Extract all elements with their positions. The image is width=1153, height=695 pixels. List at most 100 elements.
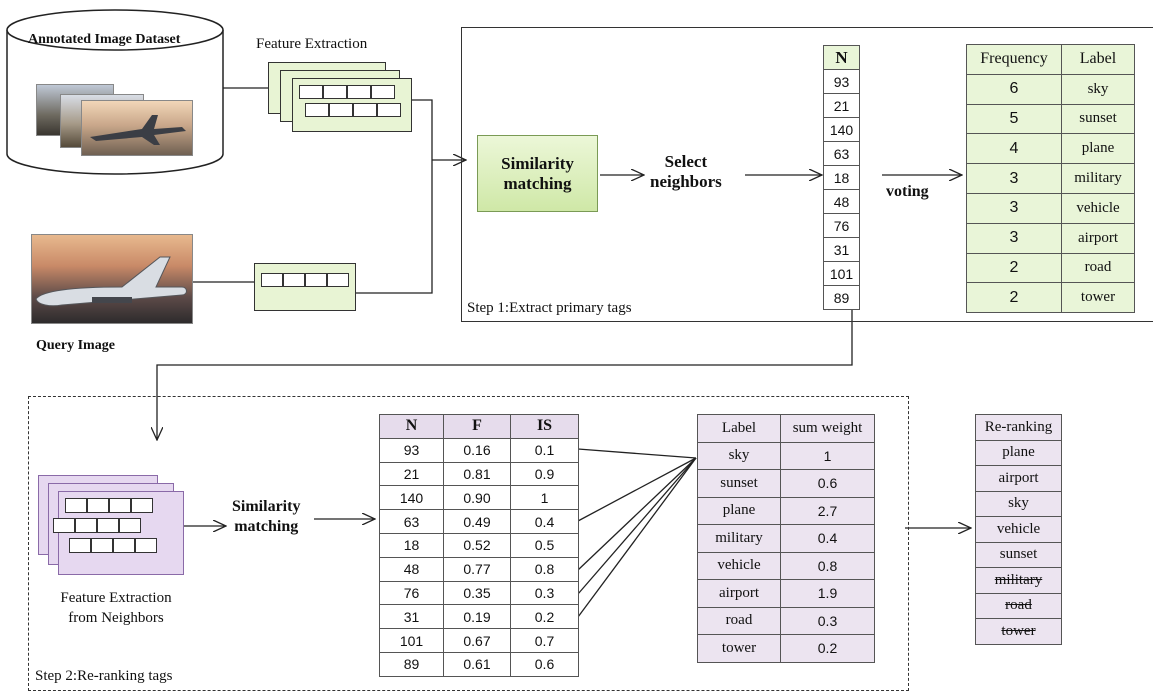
neighbors-row: 76 — [823, 213, 860, 238]
rerank-label: airport — [975, 465, 1062, 492]
frequency-value: 6 — [966, 73, 1062, 105]
neighbor-id: 63 — [823, 141, 860, 166]
neighbors-row: 31 — [823, 237, 860, 262]
label-value: road — [1061, 252, 1135, 284]
sumweight-header: Label — [697, 414, 781, 443]
neighbor-id: 93 — [823, 69, 860, 94]
step1-caption: Step 1:Extract primary tags — [467, 300, 632, 316]
nfis-cell: 0.6 — [510, 651, 579, 677]
frequency-value: 5 — [966, 103, 1062, 135]
neighbor-id: 48 — [823, 189, 860, 214]
neighbor-id: 18 — [823, 165, 860, 190]
step2-frame — [28, 396, 909, 691]
sumweight-value: 2.7 — [780, 496, 875, 525]
rerank-header: Re-ranking — [975, 414, 1062, 441]
nfis-cell: 1 — [510, 485, 579, 511]
neighbor-id: 31 — [823, 237, 860, 262]
feature-doc-front — [292, 78, 412, 132]
airplane-icon — [35, 256, 187, 307]
neighbors-row: 63 — [823, 141, 860, 166]
neighbors-row: 48 — [823, 189, 860, 214]
select-line2: neighbors — [650, 172, 722, 191]
rerank-row: sky — [975, 490, 1062, 517]
neighbor-id: 89 — [823, 285, 860, 310]
sumweight-label: airport — [697, 579, 781, 608]
rerank-row: tower — [975, 618, 1062, 645]
nfis-cell: 21 — [379, 461, 444, 487]
rerank-header-row: Re-ranking — [975, 414, 1062, 441]
step1-frame — [461, 27, 1153, 322]
step2-caption: Step 2:Re-ranking tags — [35, 668, 173, 684]
neighbors-header: N — [823, 45, 860, 70]
sumweight-label: road — [697, 606, 781, 635]
neighbors-row: 93 — [823, 69, 860, 94]
label-value: airport — [1061, 222, 1135, 254]
sumweight-value: 0.8 — [780, 551, 875, 580]
similarity-matching-box: Similarity matching — [477, 135, 598, 212]
sumweight-label: tower — [697, 634, 781, 663]
sumweight-label: plane — [697, 496, 781, 525]
nfis-cell: 0.9 — [510, 461, 579, 487]
query-photo — [31, 234, 193, 324]
select-line1: Select — [664, 152, 708, 171]
similarity-line2: matching — [503, 173, 572, 193]
rerank-row: vehicle — [975, 516, 1062, 543]
rerank-row: plane — [975, 439, 1062, 466]
label-value: sky — [1061, 73, 1135, 105]
nfis-cell: 0.81 — [443, 461, 511, 487]
dataset-title: Annotated Image Dataset — [28, 32, 181, 47]
frequency-value: 2 — [966, 252, 1062, 284]
nfis-cell: 0.67 — [443, 628, 511, 653]
nfis-cell: 0.19 — [443, 604, 511, 630]
nfis-cell: 93 — [379, 437, 444, 463]
nfis-cell: 0.90 — [443, 485, 511, 511]
nfis-cell: 0.52 — [443, 532, 511, 558]
nfis-cell: 0.16 — [443, 437, 511, 463]
sumweight-label: sky — [697, 441, 781, 470]
nfis-header: F — [443, 414, 511, 439]
nfis-cell: 63 — [379, 509, 444, 534]
sumweight-value: 0.4 — [780, 524, 875, 553]
label-header: Label — [1061, 44, 1135, 75]
similarity2-label: Similarity matching — [232, 497, 300, 537]
rerank-row: road — [975, 592, 1062, 619]
frequency-value: 2 — [966, 282, 1062, 314]
label-value: plane — [1061, 133, 1135, 165]
feature-neighbors-label: Feature Extraction from Neighbors — [46, 588, 186, 628]
frequency-value: 3 — [966, 192, 1062, 224]
rerank-label: road — [975, 592, 1062, 619]
nfis-cell: 140 — [379, 485, 444, 511]
nfis-cell: 0.49 — [443, 509, 511, 534]
nfis-cell: 48 — [379, 556, 444, 582]
frequency-header: Frequency — [966, 44, 1062, 75]
neighbors-row: 21 — [823, 93, 860, 118]
label-value: tower — [1061, 282, 1135, 314]
feature-neighbors-line1: Feature Extraction — [60, 590, 172, 606]
neighbors-row: 101 — [823, 261, 860, 286]
neighbor-id: 140 — [823, 117, 860, 142]
label-value: sunset — [1061, 103, 1135, 135]
label-value: military — [1061, 163, 1135, 194]
rerank-label: sunset — [975, 541, 1062, 568]
rerank-row: sunset — [975, 541, 1062, 568]
sumweight-label: sunset — [697, 469, 781, 498]
sumweight-label: vehicle — [697, 551, 781, 580]
neighbor-doc-front — [53, 491, 184, 575]
